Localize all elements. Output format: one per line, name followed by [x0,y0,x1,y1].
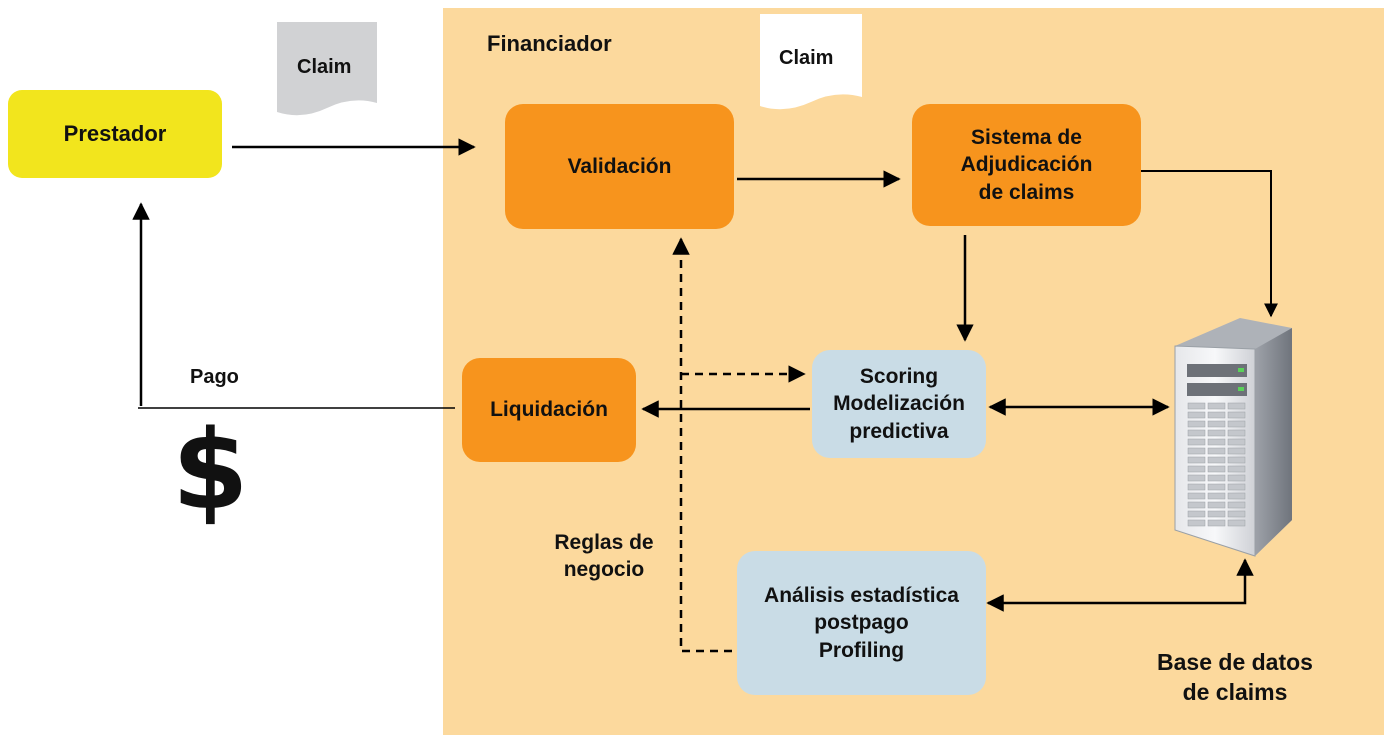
scoring-box: Scoring Modelización predictiva [812,350,986,458]
server-bay [1207,438,1226,446]
server-bay [1207,447,1226,455]
claim-label-gray: Claim [297,56,352,78]
server-bay [1207,465,1226,473]
server-bay [1207,411,1226,419]
server-bay [1207,429,1226,437]
server-bay [1227,510,1246,518]
prestador-box: Prestador [8,90,222,178]
analisis-box: Análisis estadística postpago Profiling [737,551,986,695]
server-bay [1187,438,1206,446]
server-bay [1227,519,1246,527]
server-bay [1207,492,1226,500]
server-bay [1187,456,1206,464]
reglas-negocio-label: Reglas de negocio [554,531,654,582]
adjudicacion-box: Sistema de Adjudicación de claims [912,104,1141,226]
claim-label-white: Claim [779,47,834,69]
validacion-box: Validación [505,104,734,229]
arrow-analisis-database [986,558,1254,612]
server-bay [1187,510,1206,518]
server-bay [1227,447,1246,455]
server-bay [1187,492,1206,500]
dashed-reglas-validacion [672,237,732,653]
liquidacion-box: Liquidación [462,358,636,462]
server-bay [1227,420,1246,428]
server-bay [1207,510,1226,518]
server-bay [1227,402,1246,410]
panel-title: Financiador [487,31,612,56]
server-bay [1227,456,1246,464]
server-bay [1207,483,1226,491]
server-bay [1227,429,1246,437]
server-bay [1227,492,1246,500]
server-bay [1207,420,1226,428]
server-tower-icon [1174,318,1292,557]
server-bay [1187,465,1206,473]
server-bay [1207,402,1226,410]
arrow-adjudicacion-database [1141,170,1278,318]
server-bay [1227,501,1246,509]
server-bay [1187,429,1206,437]
pago-label: Pago [190,366,239,388]
server-bay [1207,501,1226,509]
server-bay [1227,411,1246,419]
server-bay [1187,474,1206,482]
server-bay [1227,483,1246,491]
server-bay [1227,438,1246,446]
server-bay [1187,447,1206,455]
base-datos-label: Base de datos de claims [1157,649,1313,705]
claim-document-icon-white [760,14,862,110]
server-bay [1207,474,1226,482]
server-bay [1227,465,1246,473]
claim-document-icon-gray [277,22,377,116]
server-bay [1187,483,1206,491]
dollar-sign: $ [172,406,249,534]
server-bay [1187,519,1206,527]
server-bay [1207,519,1226,527]
server-bay [1187,501,1206,509]
server-bay [1187,420,1206,428]
server-bay [1207,456,1226,464]
server-bay [1187,402,1206,410]
server-bay [1227,474,1246,482]
server-bay [1187,411,1206,419]
